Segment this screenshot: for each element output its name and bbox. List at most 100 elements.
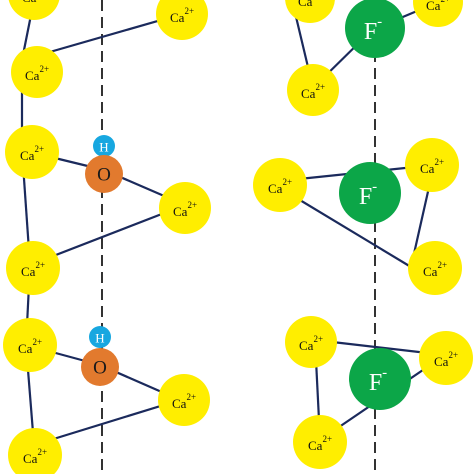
calcium-ion: Ca2+ (285, 316, 337, 368)
oxygen-atom-circle (81, 348, 119, 386)
oxygen-atom-circle (85, 155, 123, 193)
calcium-charge: 2+ (313, 334, 323, 344)
calcium-atom-circle (3, 318, 57, 372)
calcium-symbol: Ca (22, 0, 37, 5)
calcium-ion: Ca2+ (293, 415, 347, 469)
fluoride-label: F- (369, 365, 387, 396)
fluoride-atom-circle (345, 0, 405, 58)
calcium-symbol: Ca (170, 10, 185, 25)
calcium-label: Ca2+ (25, 64, 49, 83)
calcium-label: Ca2+ (301, 82, 325, 101)
calcium-ion: Ca2+ (405, 138, 459, 192)
calcium-atom-circle (293, 415, 347, 469)
calcium-atom-circle (6, 241, 60, 295)
hydrogen-label: H (99, 140, 108, 155)
calcium-ion: Ca2+ (5, 125, 59, 179)
calcium-label: Ca2+ (22, 0, 46, 5)
fluoride-ion: F- (345, 0, 405, 58)
fluoride-symbol: F (359, 184, 372, 210)
calcium-label: Ca2+ (434, 350, 458, 369)
calcium-atom-circle (158, 374, 210, 426)
calcium-charge: 2+ (35, 260, 45, 270)
fluoride-symbol: F (369, 370, 382, 396)
calcium-ion: Ca2+ (287, 64, 339, 116)
calcium-charge: 2+ (37, 447, 47, 457)
calcium-symbol: Ca (301, 86, 316, 101)
calcium-symbol: Ca (173, 204, 188, 219)
calcium-atom-circle (8, 0, 60, 20)
calcium-label: Ca2+ (21, 260, 45, 279)
fluoride-symbol: F (364, 19, 377, 45)
fluoride-ion: F- (339, 162, 401, 224)
fluoride-charge: - (372, 179, 377, 195)
calcium-symbol: Ca (25, 68, 40, 83)
axis-lines (101, 0, 376, 474)
calcium-atom-circle (159, 182, 211, 234)
calcium-ion: Ca2+ (419, 331, 473, 385)
calcium-symbol: Ca (21, 264, 36, 279)
bond-line (33, 398, 181, 447)
calcium-ion: Ca2+ (8, 0, 60, 20)
calcium-label: Ca2+ (172, 392, 196, 411)
fluoride-charge: - (377, 14, 382, 30)
calcium-ion: Ca2+ (253, 158, 307, 212)
calcium-label: Ca2+ (23, 447, 47, 466)
calcium-label: Ca2+ (420, 157, 444, 176)
calcium-label: Ca2+ (426, 0, 450, 13)
calcium-symbol: Ca (20, 148, 35, 163)
calcium-atom-circle (285, 0, 335, 23)
calcium-symbol: Ca (172, 396, 187, 411)
calcium-charge: 2+ (184, 6, 194, 16)
calcium-charge: 2+ (282, 177, 292, 187)
oxygen-label: O (97, 165, 111, 186)
calcium-ion: Ca2+ (408, 241, 462, 295)
calcium-label: Ca2+ (308, 434, 332, 453)
calcium-ion: Ca2+ (285, 0, 335, 23)
calcium-ion: Ca2+ (158, 374, 210, 426)
calcium-symbol: Ca (423, 264, 438, 279)
hydrogen-atom-circle (89, 326, 111, 348)
calcium-charge: 2+ (448, 350, 458, 360)
calcium-ion: Ca2+ (6, 241, 60, 295)
calcium-label: Ca2+ (299, 334, 323, 353)
calcium-symbol: Ca (426, 0, 441, 13)
calcium-charge: 2+ (434, 157, 444, 167)
calcium-charge: 2+ (315, 82, 325, 92)
calcium-charge: 2+ (322, 434, 332, 444)
hydroxide-ion: HO (85, 135, 123, 193)
calcium-atom-circle (413, 0, 463, 27)
calcium-atom-circle (5, 125, 59, 179)
calcium-ion: Ca2+ (11, 46, 63, 98)
calcium-symbol: Ca (420, 161, 435, 176)
calcium-charge: 2+ (440, 0, 450, 4)
calcium-symbol: Ca (18, 341, 33, 356)
calcium-charge: 2+ (187, 200, 197, 210)
calcium-label: Ca2+ (18, 337, 42, 356)
calcium-ion: Ca2+ (8, 428, 62, 474)
calcium-symbol: Ca (434, 354, 449, 369)
hydroxide-ion: HO (81, 326, 119, 386)
calcium-label: Ca2+ (268, 177, 292, 196)
calcium-ion: Ca2+ (3, 318, 57, 372)
hydrogen-label: H (95, 331, 104, 346)
atoms: Ca2+Ca2+Ca2+Ca2+Ca2+Ca2+Ca2+Ca2+Ca2+HOHO… (3, 0, 473, 474)
calcium-atom-circle (11, 46, 63, 98)
fluoride-label: F- (364, 14, 382, 45)
calcium-charge: 2+ (34, 144, 44, 154)
calcium-label: Ca2+ (20, 144, 44, 163)
calcium-atom-circle (287, 64, 339, 116)
calcium-atom-circle (156, 0, 208, 40)
calcium-label: Ca2+ (173, 200, 197, 219)
calcium-charge: 2+ (186, 392, 196, 402)
calcium-symbol: Ca (23, 451, 38, 466)
calcium-charge: 2+ (39, 64, 49, 74)
calcium-label: Ca2+ (423, 260, 447, 279)
fluoride-ion: F- (349, 348, 411, 410)
fluoride-charge: - (382, 365, 387, 381)
oxygen-label: O (93, 358, 107, 379)
fluoride-atom-circle (339, 162, 401, 224)
calcium-ion: Ca2+ (156, 0, 208, 40)
calcium-ion: Ca2+ (159, 182, 211, 234)
